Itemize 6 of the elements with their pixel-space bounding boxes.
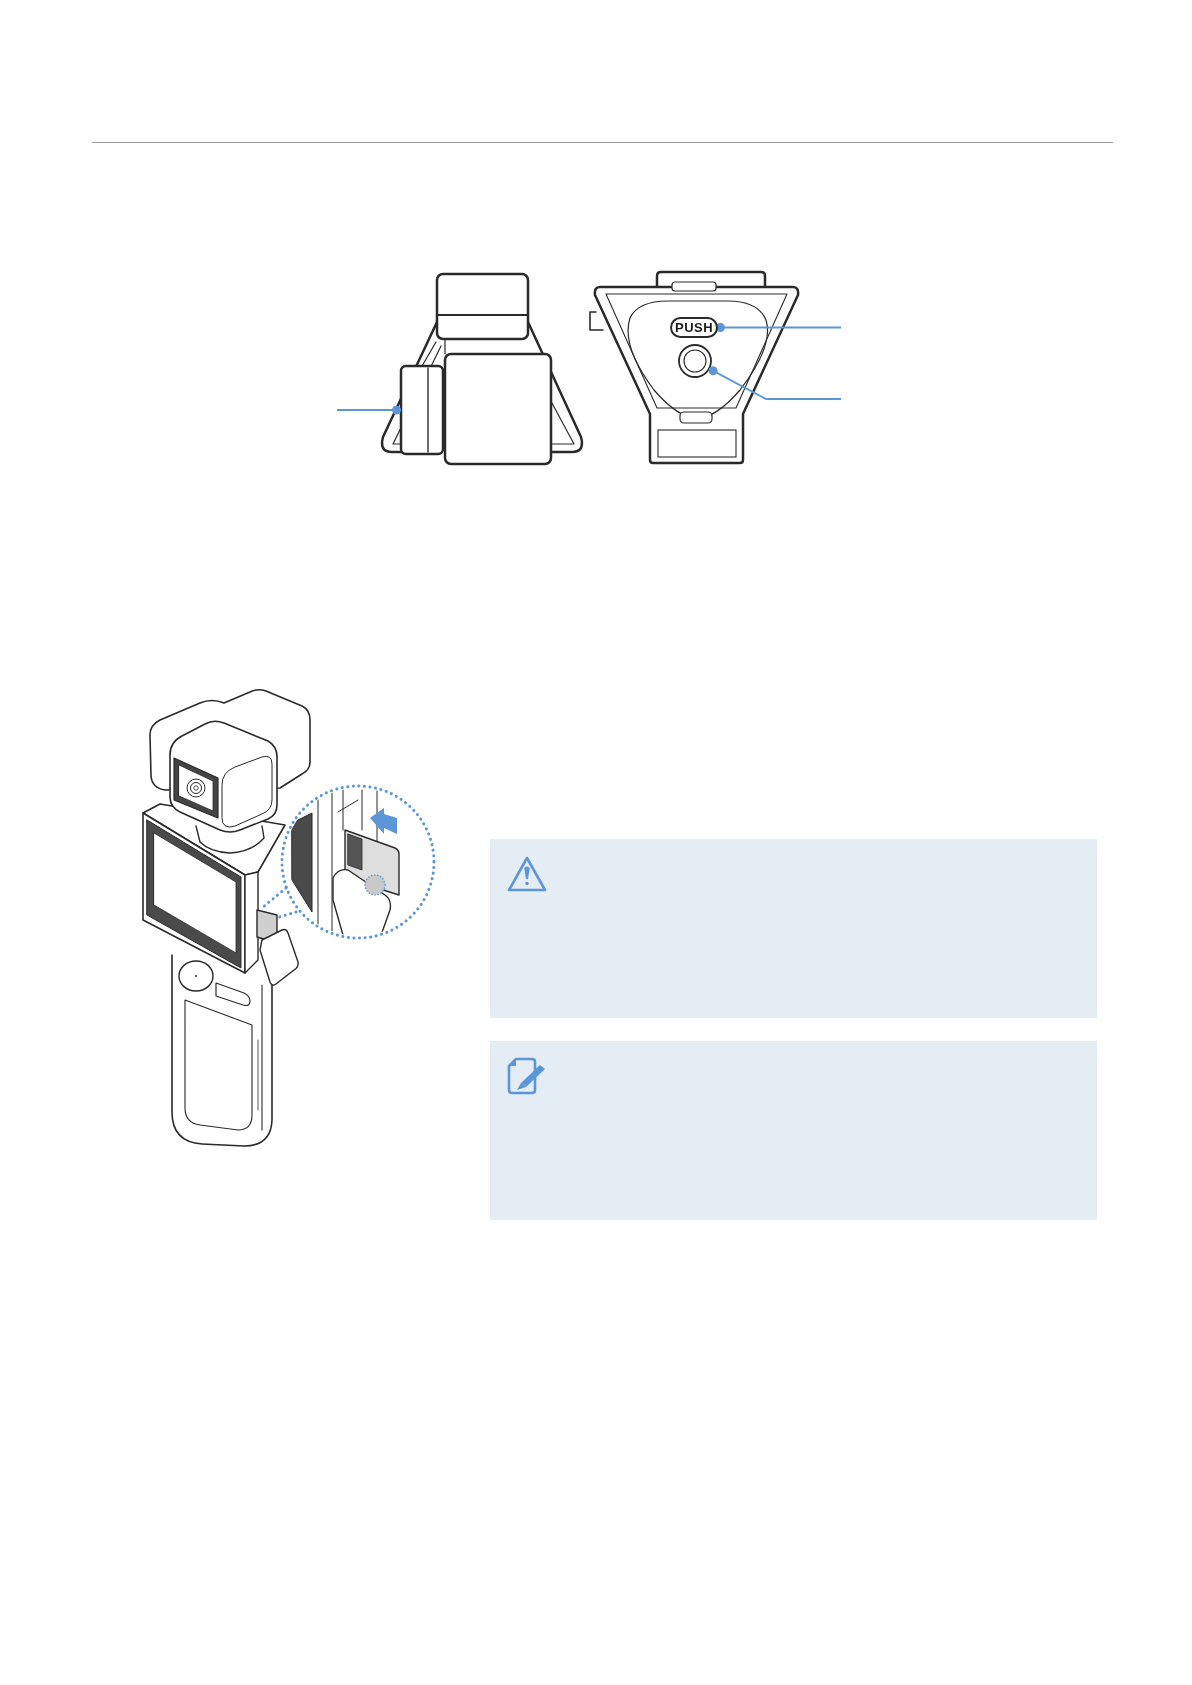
side-panel bbox=[399, 364, 445, 456]
leader-line bbox=[336, 405, 402, 415]
round-button bbox=[678, 344, 712, 378]
leader-line bbox=[708, 366, 842, 400]
push-button: PUSH bbox=[670, 317, 719, 338]
leader-line bbox=[715, 323, 842, 332]
